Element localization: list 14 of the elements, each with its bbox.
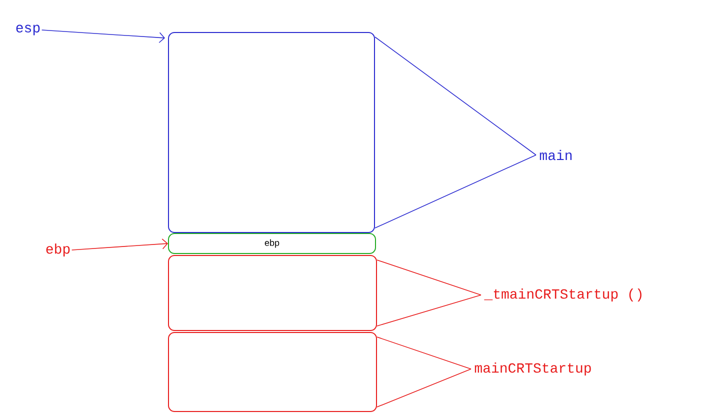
pointer-label: ebp: [46, 243, 70, 257]
frame-label: _tmainCRTStartup (): [484, 288, 642, 302]
register-box: ebp: [168, 233, 376, 254]
frame-label: main: [540, 150, 572, 160]
stack-frame-box: [168, 32, 375, 233]
bracket-line: [376, 260, 482, 326]
arrow: [41, 30, 165, 44]
frame-label: mainCRTStartup: [474, 362, 591, 376]
bracket-line: [376, 336, 472, 408]
pointer-label: esp: [16, 24, 40, 36]
stack-frame-box: [168, 332, 377, 412]
stack-frame-box: [168, 255, 377, 331]
bracket-line: [374, 36, 536, 228]
arrow: [71, 238, 168, 250]
